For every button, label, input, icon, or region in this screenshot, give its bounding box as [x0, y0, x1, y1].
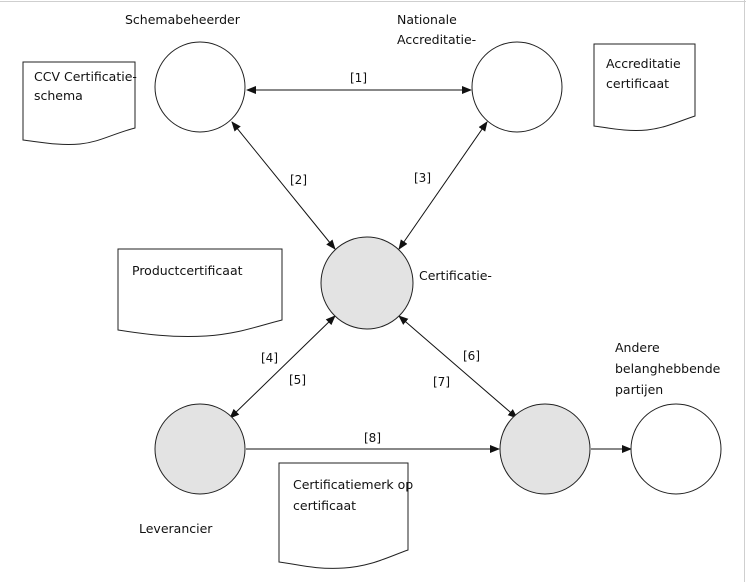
document-ccv-line-2: schema	[34, 88, 83, 103]
document-ccv-line-1: CCV Certificatie-	[34, 69, 137, 84]
edge-3-arrow	[398, 121, 488, 250]
edge-4-5-arrow	[229, 315, 336, 419]
document-productcert-line-1: Productcertificaat	[132, 263, 243, 278]
document-productcertificaat: Productcertificaat	[117, 248, 283, 338]
node-schemabeheerder	[154, 41, 246, 133]
node-label-accreditatie-line-2: Accreditatie-	[397, 32, 476, 47]
edge-label-3: [3]	[414, 171, 431, 185]
edge-label-7: [7]	[433, 375, 450, 389]
document-accreditatie-line-2: certificaat	[606, 76, 669, 91]
edge-label-2: [2]	[290, 173, 307, 187]
node-label-leverancier: Leverancier	[139, 521, 213, 536]
edge-label-8: [8]	[364, 431, 381, 445]
document-certificatiemerk-line-1: Certificatiemerk op	[293, 477, 413, 492]
edge-label-4: [4]	[261, 351, 278, 365]
node-label-andere-line-2: belanghebbende	[615, 361, 721, 376]
node-nationale-accreditatie	[471, 41, 563, 133]
document-accreditatie-line-1: Accreditatie	[606, 56, 681, 71]
edge-label-1: [1]	[350, 71, 367, 85]
node-label-accreditatie-line-1: Nationale	[397, 12, 457, 27]
node-label-andere-line-1: Andere	[615, 340, 660, 355]
document-accreditatie-certificaat: Accreditatie certificaat	[593, 43, 696, 131]
document-certificatiemerk-line-2: certificaat	[293, 498, 356, 513]
edge-label-5: [5]	[289, 373, 306, 387]
document-certificatiemerk: Certificatiemerk op certificaat	[278, 462, 413, 569]
node-andere-belanghebbende	[630, 403, 722, 495]
node-afnemer	[499, 403, 591, 495]
node-label-schemabeheerder: Schemabeheerder	[125, 12, 241, 27]
node-certificatie	[320, 236, 414, 330]
edge-label-6: [6]	[463, 349, 480, 363]
node-label-certificatie: Certificatie-	[419, 268, 492, 283]
node-label-andere-line-3: partijen	[615, 382, 663, 397]
edge-2-arrow	[231, 121, 336, 250]
document-ccv-certificatieschema: CCV Certificatie- schema	[22, 61, 137, 145]
edge-6-7-arrow	[398, 315, 518, 419]
node-leverancier	[154, 403, 246, 495]
